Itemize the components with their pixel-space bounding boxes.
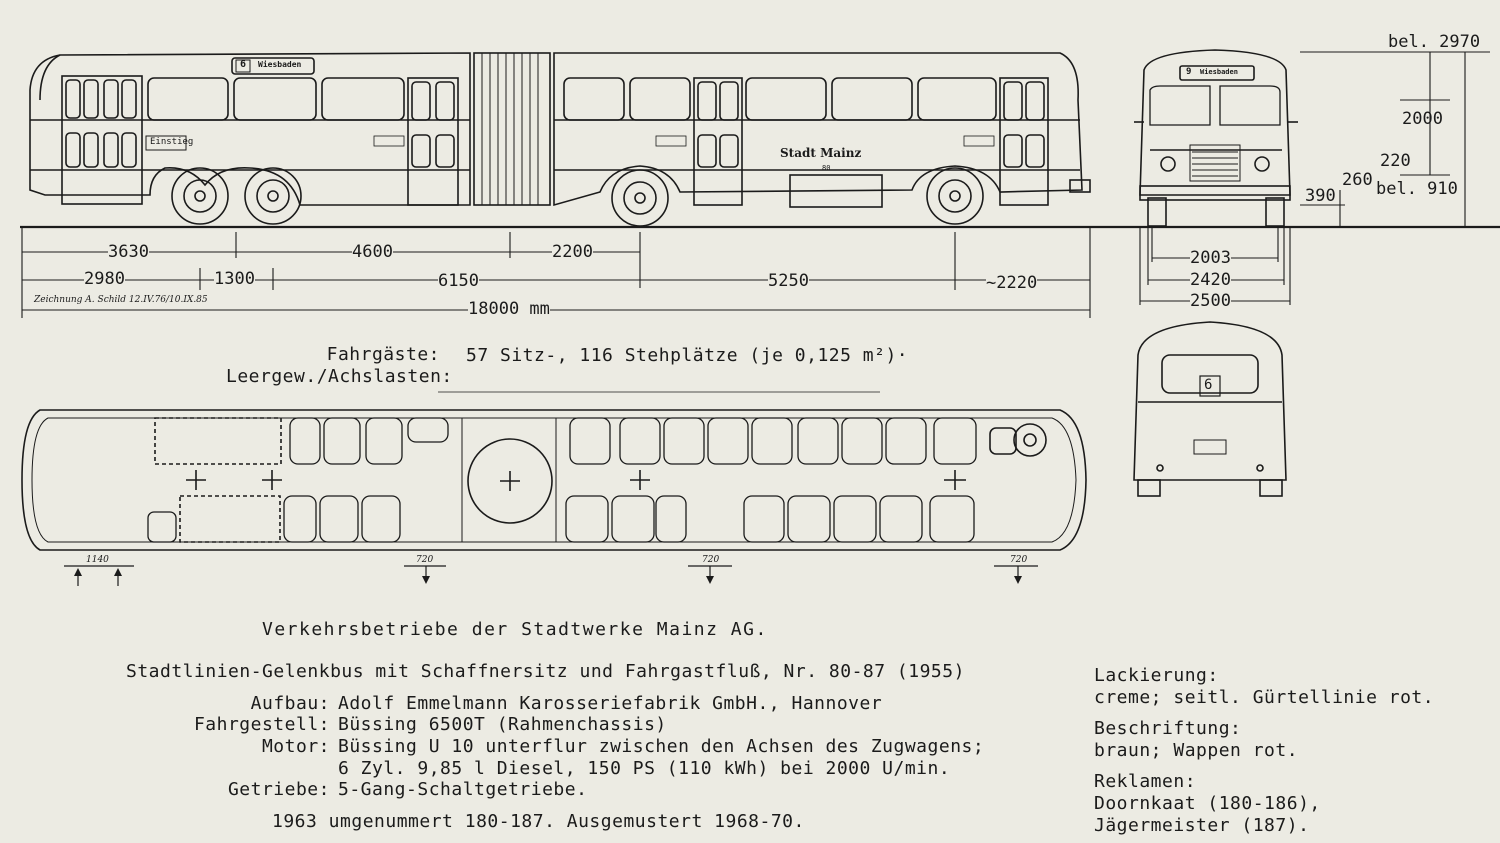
seats-upper: [289, 417, 977, 465]
note-label-beschriftung: Beschriftung:: [1094, 718, 1242, 739]
dim-4600: 4600: [352, 242, 393, 262]
dim-2200: 2200: [552, 242, 593, 262]
spec-value-motor: Büssing U 10 unterflur zwischen den Achs…: [338, 736, 985, 757]
spec-label-fahrgestell: Fahrgestell:: [193, 714, 330, 735]
destination-sign: Wiesbaden: [258, 60, 302, 69]
note-label-reklamen: Reklamen:: [1094, 771, 1197, 792]
route-number-side: 6: [240, 59, 247, 70]
note-value-reklamen-2: Jägermeister (187).: [1094, 815, 1310, 836]
destination-front: Wiesbaden: [1200, 68, 1238, 76]
width-2003-label: 2003: [1190, 248, 1231, 268]
rear-view: [1133, 321, 1287, 497]
fleet-number: 80: [822, 164, 831, 172]
front-view: [1134, 49, 1298, 227]
door-width-720-c: 720: [1010, 555, 1028, 565]
passengers-label: Fahrgäste:: [326, 344, 440, 365]
passengers-value: 57 Sitz-, 116 Stehplätze (je 0,125 m²)·: [466, 345, 909, 366]
door-width-1140: 1140: [86, 555, 109, 565]
door-width-720-a: 720: [416, 555, 434, 565]
operator-name: Verkehrsbetriebe der Stadtwerke Mainz AG…: [262, 619, 768, 640]
spec-label-getriebe: Getriebe:: [227, 779, 330, 800]
spec-label-aufbau: Aufbau:: [250, 693, 330, 714]
height-220-label: 220: [1380, 151, 1411, 171]
rear-route-number: 6: [1204, 377, 1213, 393]
note-value-lackierung: creme; seitl. Gürtellinie rot.: [1094, 687, 1435, 708]
livery-text: Stadt Mainz: [780, 146, 862, 160]
height-total-label: bel. 2970: [1388, 32, 1481, 52]
floor-height-label: bel. 910: [1376, 179, 1458, 199]
width-2420-label: 2420: [1190, 270, 1231, 290]
side-view: [29, 52, 1091, 227]
wheels: [171, 167, 984, 227]
height-dimensions: [1300, 51, 1490, 227]
width-2500-label: 2500: [1190, 291, 1231, 311]
note-value-beschriftung: braun; Wappen rot.: [1094, 740, 1299, 761]
spec-value-getriebe: 5-Gang-Schaltgetriebe.: [338, 779, 588, 800]
dim-5250: 5250: [768, 271, 809, 291]
height-roof-label: 2000: [1402, 109, 1443, 129]
weight-label: Leergew./Achslasten:: [226, 366, 453, 387]
plan-view: [21, 409, 1087, 551]
einstieg-sign: Einstieg: [150, 137, 194, 147]
height-390-label: 390: [1305, 186, 1336, 206]
draftsman-note: Zeichnung A. Schild 12.IV.76/10.IX.85: [34, 295, 208, 305]
dim-2220: ~2220: [986, 273, 1038, 293]
total-length-label: 18000 mm: [468, 299, 550, 319]
spec-label-motor: Motor:: [261, 736, 330, 757]
dim-2980: 2980: [84, 269, 125, 289]
dim-1300: 1300: [214, 269, 255, 289]
note-value-reklamen-1: Doornkaat (180-186),: [1094, 793, 1321, 814]
dim-6150: 6150: [438, 271, 479, 291]
dim-3630: 3630: [108, 242, 149, 262]
door-flow-markers: [64, 565, 1038, 586]
route-number-front: 9: [1186, 67, 1192, 77]
spec-value-fahrgestell: Büssing 6500T (Rahmenchassis): [338, 714, 667, 735]
height-260-label: 260: [1342, 170, 1373, 190]
spec-value-motor-2: 6 Zyl. 9,85 l Diesel, 150 PS (110 kWh) b…: [338, 758, 951, 779]
footer-note: 1963 umgenummert 180-187. Ausgemustert 1…: [272, 811, 805, 832]
door-width-720-b: 720: [702, 555, 720, 565]
note-label-lackierung: Lackierung:: [1094, 665, 1219, 686]
spec-value-aufbau: Adolf Emmelmann Karosseriefabrik GmbH., …: [338, 693, 883, 714]
seats-lower: [147, 495, 975, 543]
bus-title: Stadtlinien-Gelenkbus mit Schaffnersitz …: [126, 661, 965, 682]
